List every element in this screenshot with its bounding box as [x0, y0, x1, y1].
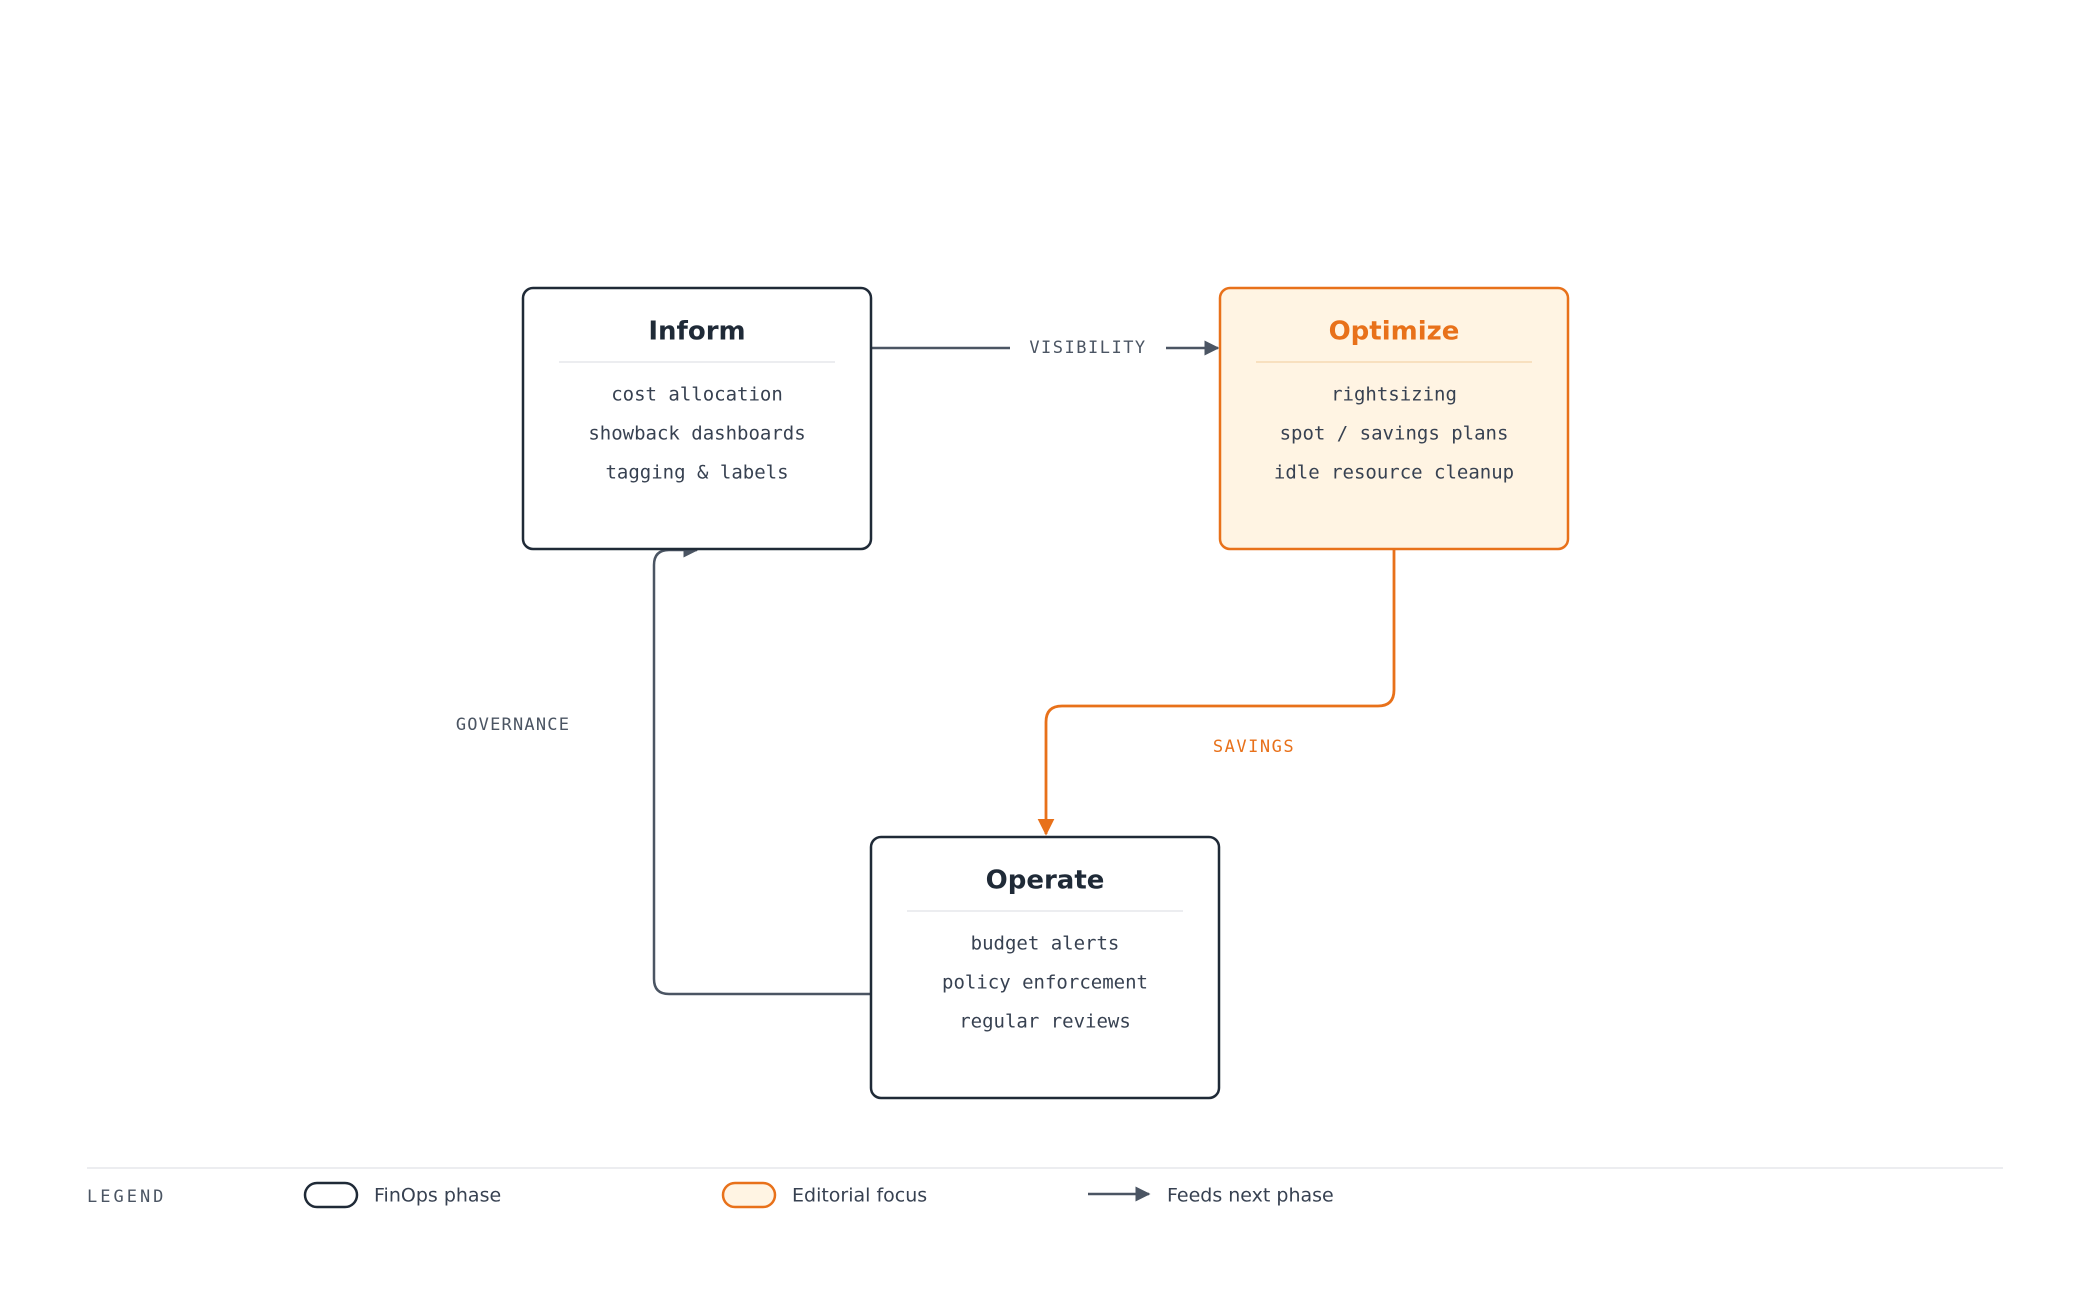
legend-title: LEGEND: [87, 1187, 166, 1207]
node-inform: Inform cost allocation showback dashboar…: [521, 286, 873, 551]
edge-label-visibility: VISIBILITY: [1029, 338, 1146, 358]
node-item: policy enforcement: [942, 972, 1148, 994]
node-item: showback dashboards: [588, 423, 805, 445]
node-item: regular reviews: [959, 1011, 1131, 1033]
legend-swatch-focus: [721, 1181, 777, 1209]
node-optimize: Optimize rightsizing spot / savings plan…: [1218, 286, 1570, 551]
node-item: rightsizing: [1331, 384, 1457, 406]
node-item: spot / savings plans: [1280, 423, 1509, 445]
node-title: Inform: [648, 317, 745, 347]
legend-swatch-phase: [303, 1181, 359, 1209]
node-item: cost allocation: [611, 384, 783, 406]
node-item: budget alerts: [971, 933, 1120, 955]
legend-label-feeds: Feeds next phase: [1167, 1185, 1334, 1207]
node-item: idle resource cleanup: [1274, 462, 1514, 484]
edge-label-savings: SAVINGS: [1213, 737, 1295, 757]
legend: LEGEND FinOps phase Editorial focus Feed…: [87, 1167, 2003, 1209]
node-item: tagging & labels: [605, 462, 788, 484]
node-title: Operate: [986, 866, 1105, 896]
edge-label-governance: GOVERNANCE: [456, 715, 570, 735]
legend-label-phase: FinOps phase: [374, 1185, 501, 1207]
legend-label-focus: Editorial focus: [792, 1185, 927, 1207]
edge-savings: SAVINGS: [1037, 549, 1396, 836]
node-operate: Operate budget alerts policy enforcement…: [869, 835, 1221, 1100]
edge-governance: GOVERNANCE: [456, 542, 871, 996]
edge-visibility: VISIBILITY: [872, 338, 1220, 358]
node-title: Optimize: [1329, 317, 1460, 347]
